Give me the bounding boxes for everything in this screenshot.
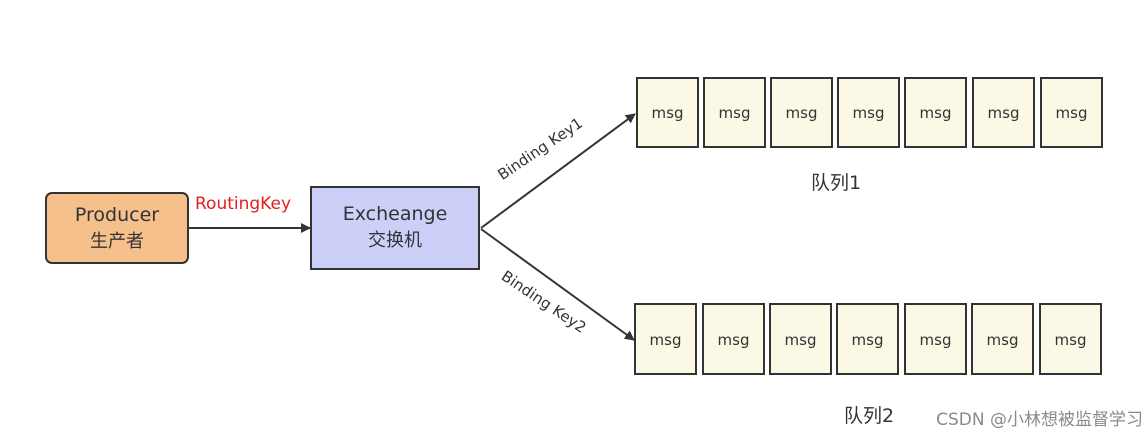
svg-text:msg: msg bbox=[852, 331, 884, 349]
message-cell: msg bbox=[770, 77, 833, 148]
message-cell: msg bbox=[972, 77, 1035, 148]
svg-text:msg: msg bbox=[853, 104, 885, 122]
message-cell: msg bbox=[904, 77, 967, 148]
queue-2: msg msg msg msg msg msg bbox=[634, 303, 1102, 427]
svg-text:msg: msg bbox=[718, 331, 750, 349]
message-cell: msg bbox=[971, 303, 1034, 375]
message-cell: msg bbox=[702, 303, 765, 375]
svg-text:msg: msg bbox=[988, 104, 1020, 122]
svg-text:msg: msg bbox=[987, 331, 1019, 349]
exchange-title: Excheange bbox=[343, 203, 448, 225]
svg-text:msg: msg bbox=[652, 104, 684, 122]
svg-text:msg: msg bbox=[719, 104, 751, 122]
message-cell: msg bbox=[703, 77, 766, 148]
exchange-subtitle: 交换机 bbox=[368, 230, 422, 251]
svg-text:msg: msg bbox=[1055, 331, 1087, 349]
binding-key-2-label: Binding Key2 bbox=[498, 267, 589, 337]
message-cell: msg bbox=[636, 77, 699, 148]
message-cell: msg bbox=[769, 303, 832, 375]
producer-title: Producer bbox=[75, 204, 159, 226]
watermark: CSDN @小林想被监督学习 bbox=[936, 410, 1143, 430]
message-cell: msg bbox=[904, 303, 967, 375]
binding-key-1-label: Binding Key1 bbox=[494, 114, 585, 184]
svg-text:msg: msg bbox=[1056, 104, 1088, 122]
svg-text:msg: msg bbox=[920, 104, 952, 122]
svg-text:msg: msg bbox=[650, 331, 682, 349]
message-cell: msg bbox=[634, 303, 697, 375]
producer-subtitle: 生产者 bbox=[90, 231, 144, 252]
binding-arrow-1 bbox=[480, 113, 636, 229]
queue-2-label: 队列2 bbox=[844, 405, 894, 427]
message-cell: msg bbox=[1039, 303, 1102, 375]
message-cell: msg bbox=[837, 77, 900, 148]
queue-1-messages: msg msg msg msg msg msg bbox=[636, 77, 1103, 148]
exchange-box bbox=[310, 186, 480, 270]
svg-text:msg: msg bbox=[785, 331, 817, 349]
exchange-node: Excheange 交换机 bbox=[310, 186, 480, 270]
message-cell: msg bbox=[1040, 77, 1103, 148]
binding-arrow-2 bbox=[480, 228, 635, 341]
queue-1-label: 队列1 bbox=[811, 172, 861, 194]
producer-node: Producer 生产者 bbox=[45, 192, 189, 264]
queue-1: msg msg msg msg msg msg bbox=[636, 77, 1103, 194]
svg-text:msg: msg bbox=[786, 104, 818, 122]
message-cell: msg bbox=[836, 303, 899, 375]
svg-text:msg: msg bbox=[920, 331, 952, 349]
queue-2-messages: msg msg msg msg msg msg bbox=[634, 303, 1102, 375]
routing-key-label: RoutingKey bbox=[195, 194, 291, 214]
